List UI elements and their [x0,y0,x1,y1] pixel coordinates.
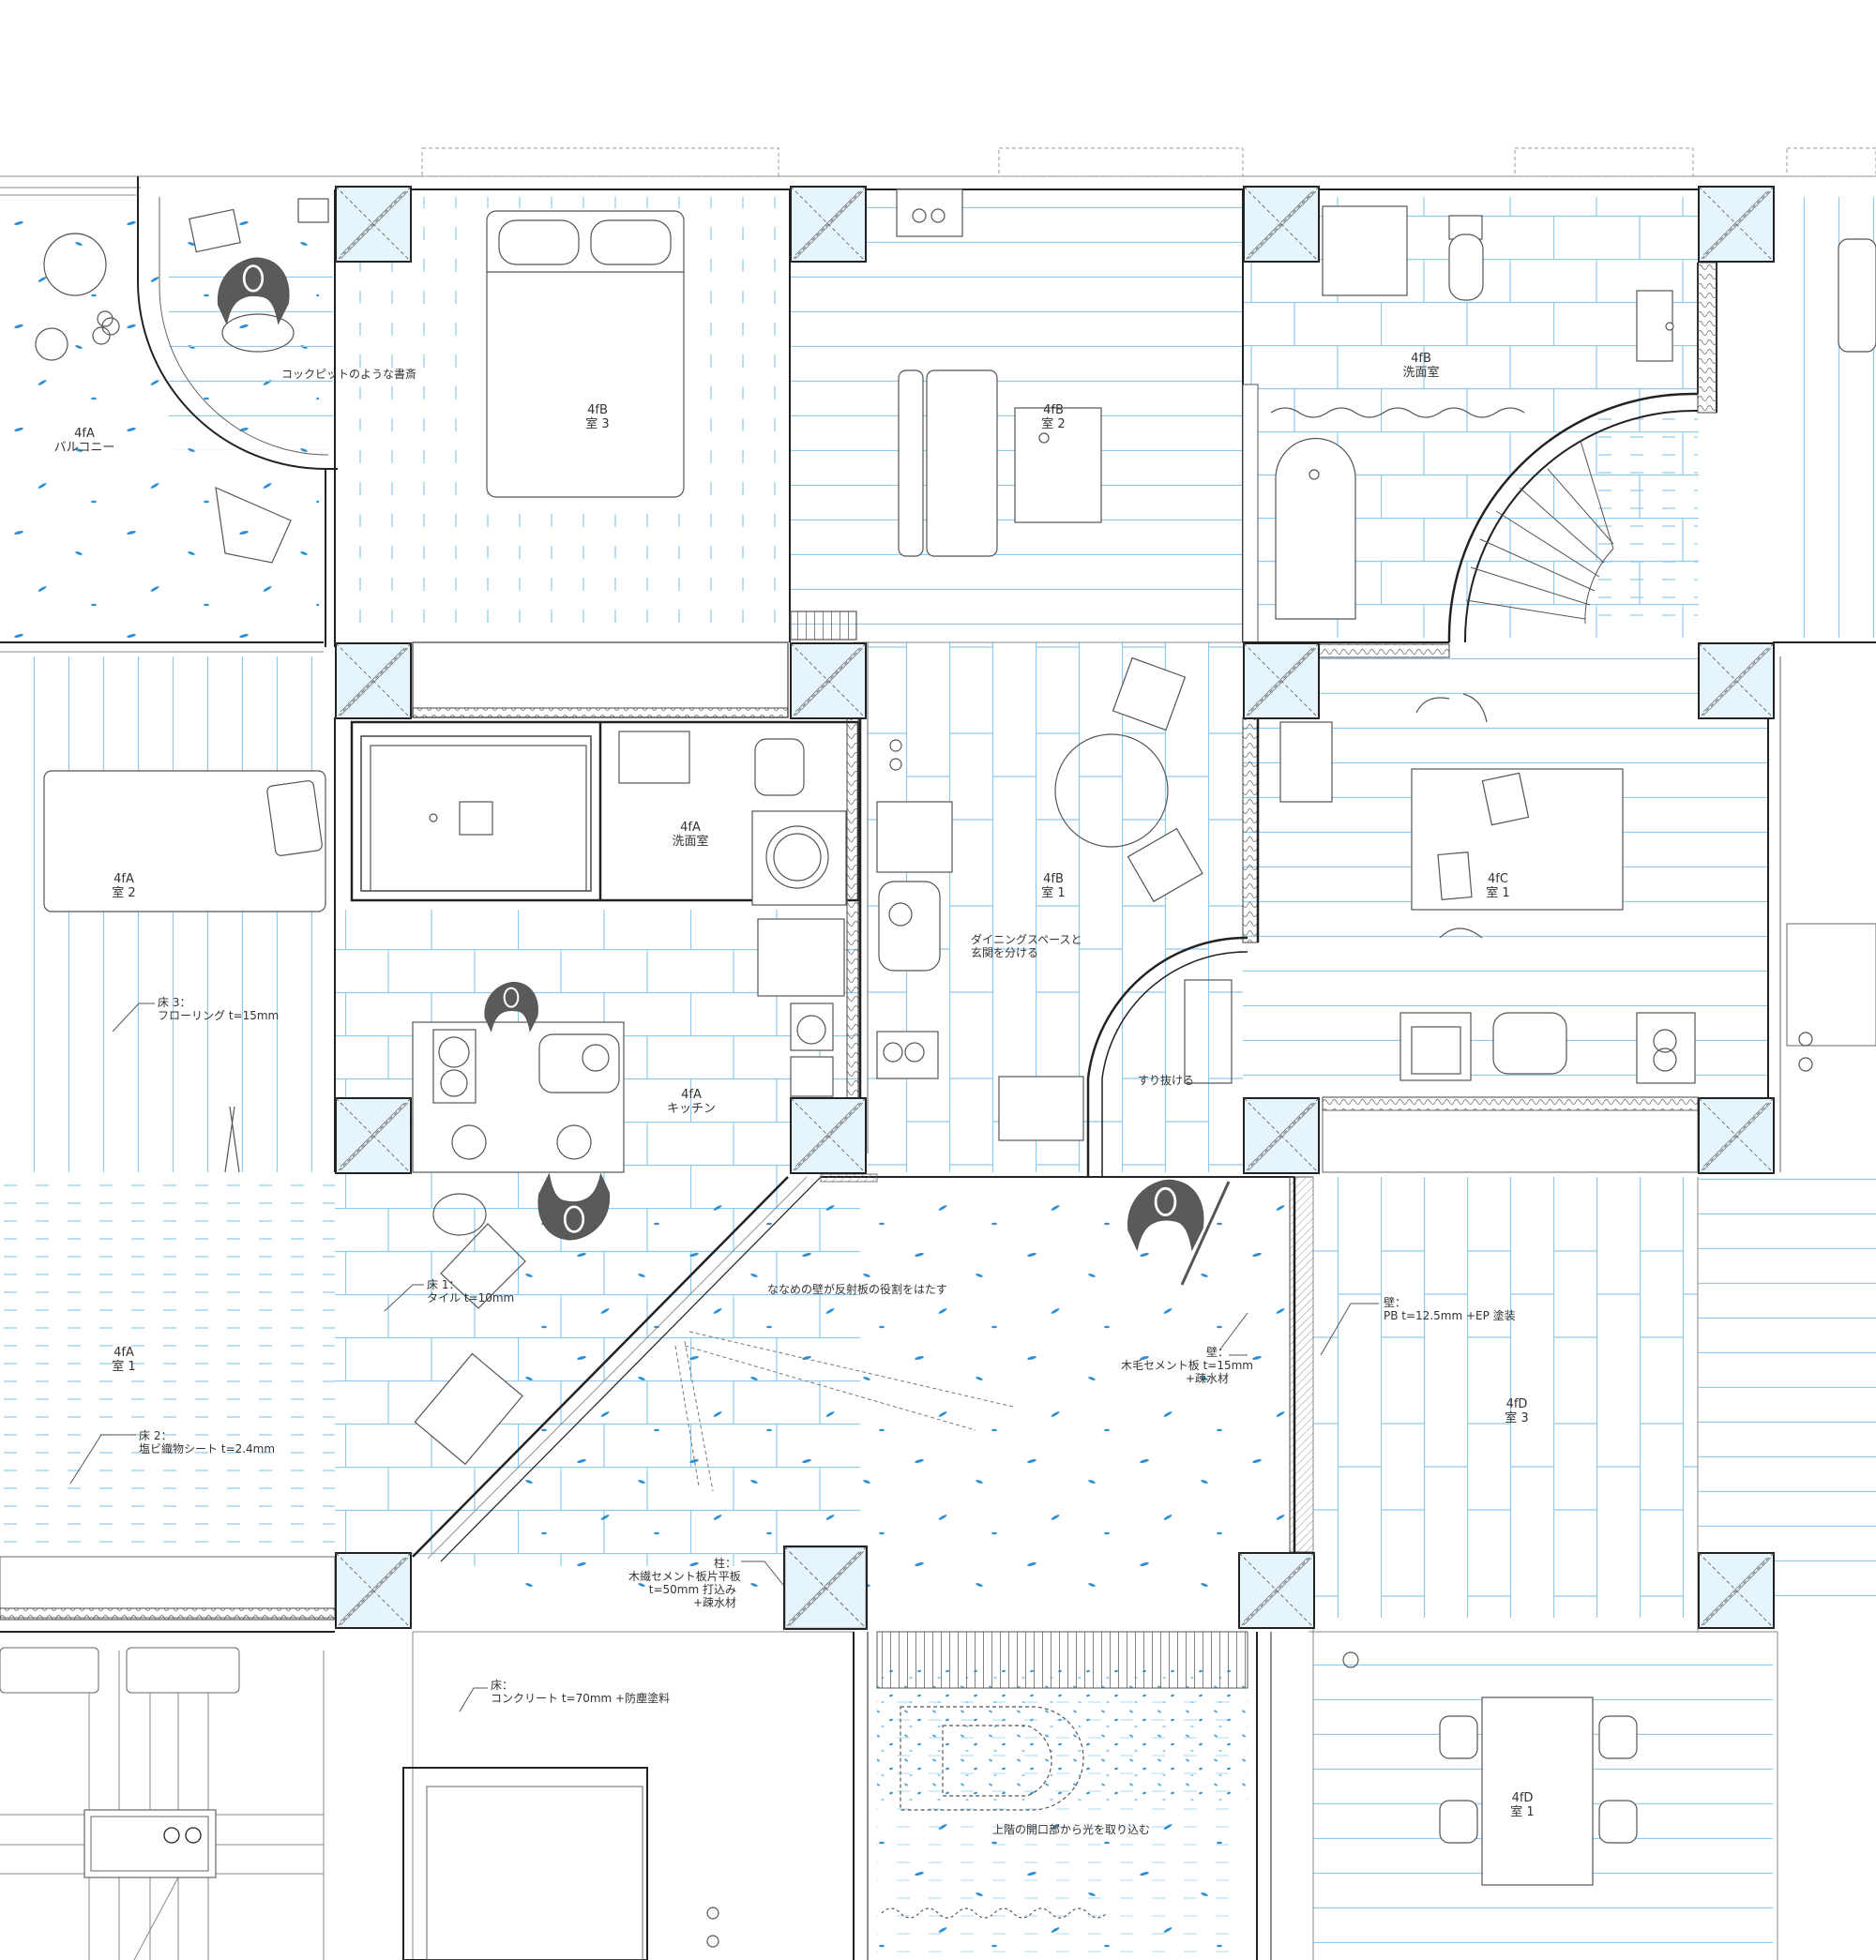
callout-floor-concrete: 床： コンクリート t=70mm +防塵塗料 [491,1679,671,1705]
note-diagonal-reflector: ななめの壁が反射板の役割をはたす [767,1283,947,1296]
callout-floor-3: 床 3： フローリング t=15mm [158,996,280,1022]
furniture [35,188,1876,1948]
callout-wall-cement: 壁： 木毛セメント板 t=15mm +疎水材 [1121,1346,1253,1385]
callout-column: 柱： 木繊セメント板片平板 t=50mm 打込み +疎水材 [628,1557,741,1609]
note-pass-through: すり抜ける [1138,1074,1195,1087]
floor-finishes [0,197,1876,1960]
note-separate-dining: ダイニングスペースと 玄関を分ける [971,933,1082,959]
callout-floor-2: 床 2： 塩ビ織物シート t=2.4mm [139,1429,276,1455]
callout-wall-pb: 壁： PB t=12.5mm +EP 塗装 [1384,1296,1516,1322]
callout-floor-1: 床 1： タイル t=10mm [427,1278,515,1304]
note-light-from-above: 上階の開口部から光を取り込む [992,1823,1151,1836]
note-cockpit-study: コックピットのような書斎 [281,368,417,381]
